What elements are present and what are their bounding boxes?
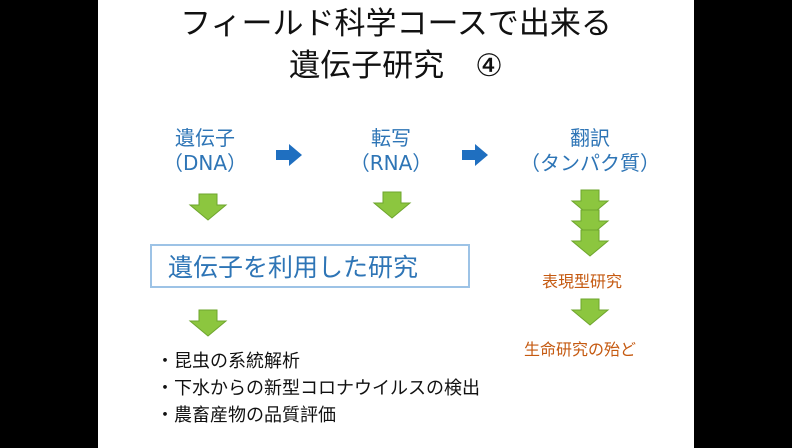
bullet-list: ・昆虫の系統解析 ・下水からの新型コロナウイルスの検出 ・農畜産物の品質評価	[156, 348, 480, 429]
flow-item-protein-name: 翻訳	[570, 126, 610, 150]
slide-title-line2: 遺伝子研究 ④	[289, 48, 503, 84]
research-box: 遺伝子を利用した研究	[150, 244, 470, 288]
down-arrow-icon	[570, 298, 610, 326]
down-arrow-icon	[188, 309, 228, 337]
flow-item-rna-name: 転写	[371, 126, 411, 150]
phenotype-label: 表現型研究	[542, 272, 623, 291]
flow-item-rna: 転写 （RNA）	[336, 126, 446, 176]
down-arrow-icon	[570, 209, 610, 237]
flow-item-dna-sub: （DNA）	[162, 151, 248, 175]
flow-item-dna-name: 遺伝子	[175, 126, 235, 150]
list-item: ・昆虫の系統解析	[156, 351, 300, 372]
flow-item-dna: 遺伝子 （DNA）	[150, 126, 260, 176]
down-arrow-icon	[188, 193, 228, 221]
right-arrow-icon	[276, 144, 302, 166]
down-arrow-icon	[372, 191, 412, 219]
right-arrow-icon	[462, 144, 488, 166]
presentation-slide: フィールド科学コースで出来る 遺伝子研究 ④ 遺伝子 （DNA） 転写 （RNA…	[98, 0, 694, 448]
life-research-label: 生命研究の殆ど	[524, 340, 637, 359]
list-item: ・農畜産物の品質評価	[156, 405, 336, 426]
down-arrow-icon	[570, 229, 610, 257]
flow-item-protein: 翻訳 （タンパク質）	[510, 126, 670, 176]
flow-item-rna-sub: （RNA）	[349, 151, 433, 175]
slide-title-line1: フィールド科学コースで出来る	[180, 6, 612, 42]
down-arrow-icon	[570, 189, 610, 217]
flow-item-protein-sub: （タンパク質）	[520, 151, 660, 175]
list-item: ・下水からの新型コロナウイルスの検出	[156, 378, 480, 399]
